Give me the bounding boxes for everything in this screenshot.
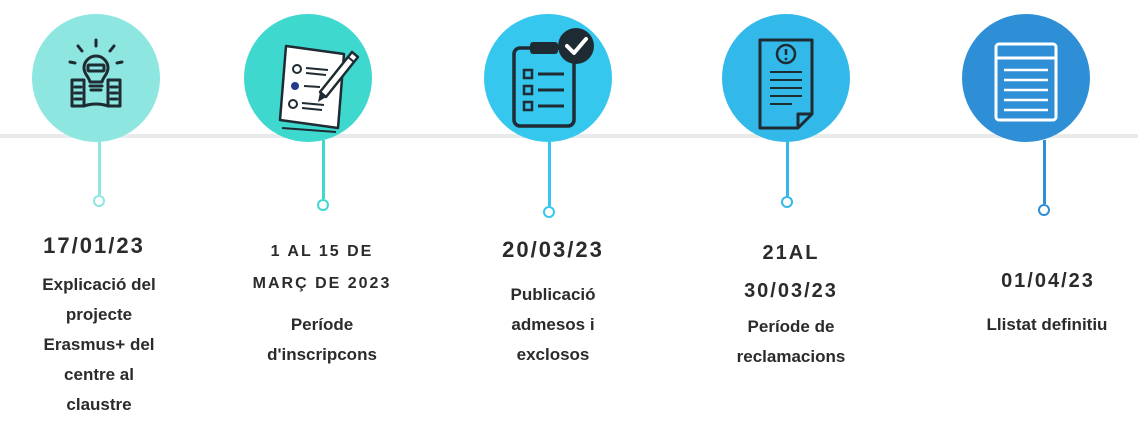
step-4-connector [786,140,789,196]
step-3-description: Publicació admesos i exclosos [510,285,596,364]
clipboard-check-icon [512,28,594,128]
step-1-dot [93,195,105,207]
step-1-connector [98,140,101,195]
step-4-date: 21AL 30/03/23 [744,242,838,302]
step-2-connector [322,140,325,199]
step-3-connector [548,140,551,206]
step-2-date: 1 AL 15 DE MARÇ DE 2023 [252,243,392,292]
step-4-dot [781,196,793,208]
list-document-icon [994,42,1058,122]
step-5-dot [1038,204,1050,216]
document-alert-icon [758,38,814,130]
step-1-description: Explicació del projecte Erasmus+ del cen… [42,275,156,414]
step-5-date: 01/04/23 [1001,270,1095,292]
step-3-circle [484,14,612,142]
step-1-circle [32,14,160,142]
lightbulb-book-icon [68,38,124,108]
step-4-description: Període de reclamacions [736,317,846,366]
step-5-description: Llistat definitiu [986,315,1108,334]
step-3-dot [543,206,555,218]
step-5-connector [1043,140,1046,204]
step-2-dot [317,199,329,211]
step-1-date: 17/01/23 [43,233,145,258]
step-3-date: 20/03/23 [502,237,604,262]
step-2-description: Període d'inscripcons [267,315,377,364]
step-4-circle [722,14,850,142]
form-pen-icon [278,44,360,133]
